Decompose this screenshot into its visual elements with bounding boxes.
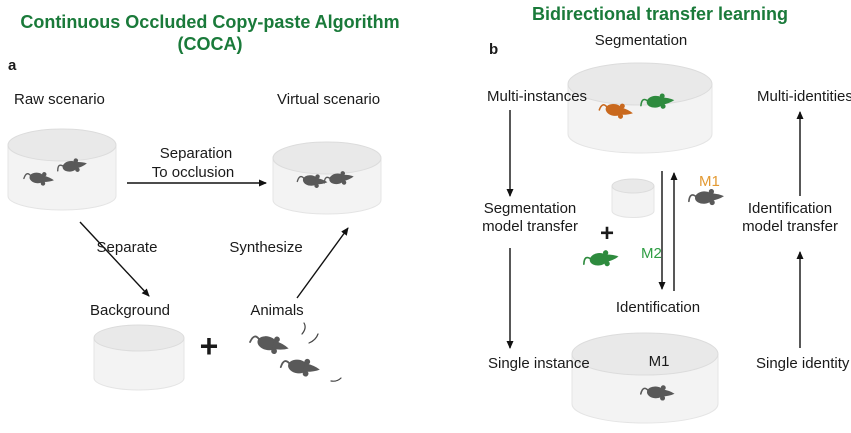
raw-scenario-label: Raw scenario: [14, 91, 105, 108]
mouse-icon: [687, 187, 726, 208]
virtual-scenario-label: Virtual scenario: [277, 91, 381, 108]
identification-transfer-label-line1: Identification: [747, 200, 833, 217]
separate-arrow: [79, 221, 150, 297]
panel-a-title-line1: Continuous Occluded Copy-paste Algorithm: [20, 12, 400, 32]
single-instance-label: Single instance: [488, 355, 590, 372]
bottom-dish-m1-label: M1: [648, 353, 670, 370]
segmentation-transfer-label-line1: Segmentation: [483, 200, 577, 217]
panel-b-title: Bidirectional transfer learning: [531, 4, 789, 24]
background-dish: [93, 324, 185, 391]
panel-a-label: a: [8, 57, 17, 74]
m1-label: M1: [699, 173, 720, 190]
mouse-icon: [247, 329, 292, 359]
plus-sign-b: +: [599, 220, 615, 247]
m2-label: M2: [641, 245, 662, 262]
multi-instances-label: Multi-instances: [487, 88, 588, 105]
separation-label-line2: To occlusion: [151, 164, 235, 181]
segmentation-transfer-label-line2: model transfer: [482, 218, 578, 235]
segmentation-dish: [567, 62, 713, 154]
background-label: Background: [89, 302, 171, 319]
synthesize-label: Synthesize: [229, 239, 303, 256]
identification-transfer-label-line2: model transfer: [742, 218, 838, 235]
small-transfer-dish: [611, 178, 655, 218]
segmentation-label: Segmentation: [594, 32, 688, 49]
separate-label: Separate: [96, 239, 158, 256]
identification-label: Identification: [615, 299, 701, 316]
separation-label-line1: Separation: [159, 145, 233, 162]
mouse-icon: [581, 247, 621, 271]
synthesize-arrow: [296, 227, 349, 299]
single-identity-label: Single identity: [756, 355, 850, 372]
plus-sign-a: +: [199, 328, 219, 364]
identification-dish: [571, 332, 719, 424]
panel-b-label: b: [489, 41, 499, 58]
multi-identities-label: Multi-identities: [757, 88, 851, 105]
virtual-scenario-dish: [272, 141, 382, 215]
motion-marks: [301, 322, 342, 382]
raw-scenario-dish: [7, 128, 117, 211]
mouse-icon: [279, 354, 322, 380]
panel-a-title-line2: (COCA): [177, 34, 243, 54]
animals-label: Animals: [250, 302, 304, 319]
